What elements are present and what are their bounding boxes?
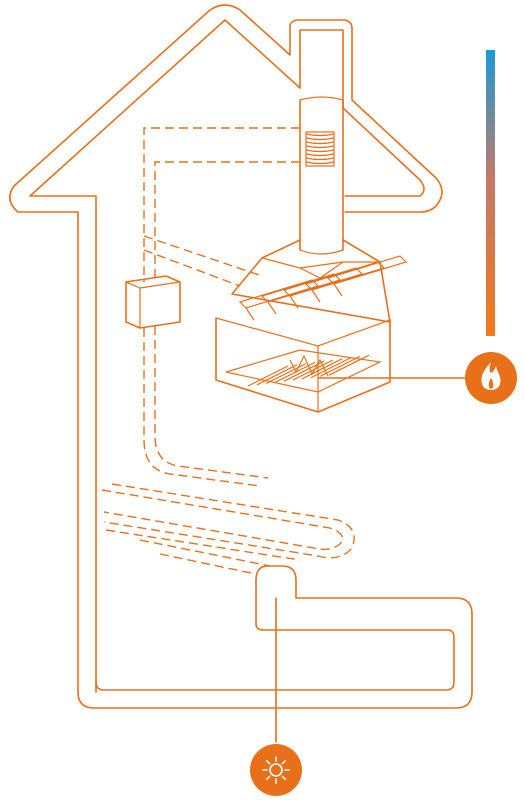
- underfloor-heating: [101, 483, 355, 575]
- fireplace-box: [215, 317, 391, 413]
- dashed-pipes: [143, 127, 300, 487]
- control-box: [125, 275, 181, 329]
- heat-exchanger-tubes: [238, 255, 408, 321]
- sun-badge: [250, 744, 302, 796]
- sun-icon: [262, 756, 290, 784]
- flue-coil: [305, 131, 335, 167]
- chimney-flue: [299, 96, 344, 255]
- house-outline: [9, 4, 473, 709]
- fire-grate: [247, 354, 370, 387]
- flame-icon: [481, 362, 501, 390]
- temperature-bar: [486, 50, 495, 336]
- fire-badge: [465, 352, 517, 404]
